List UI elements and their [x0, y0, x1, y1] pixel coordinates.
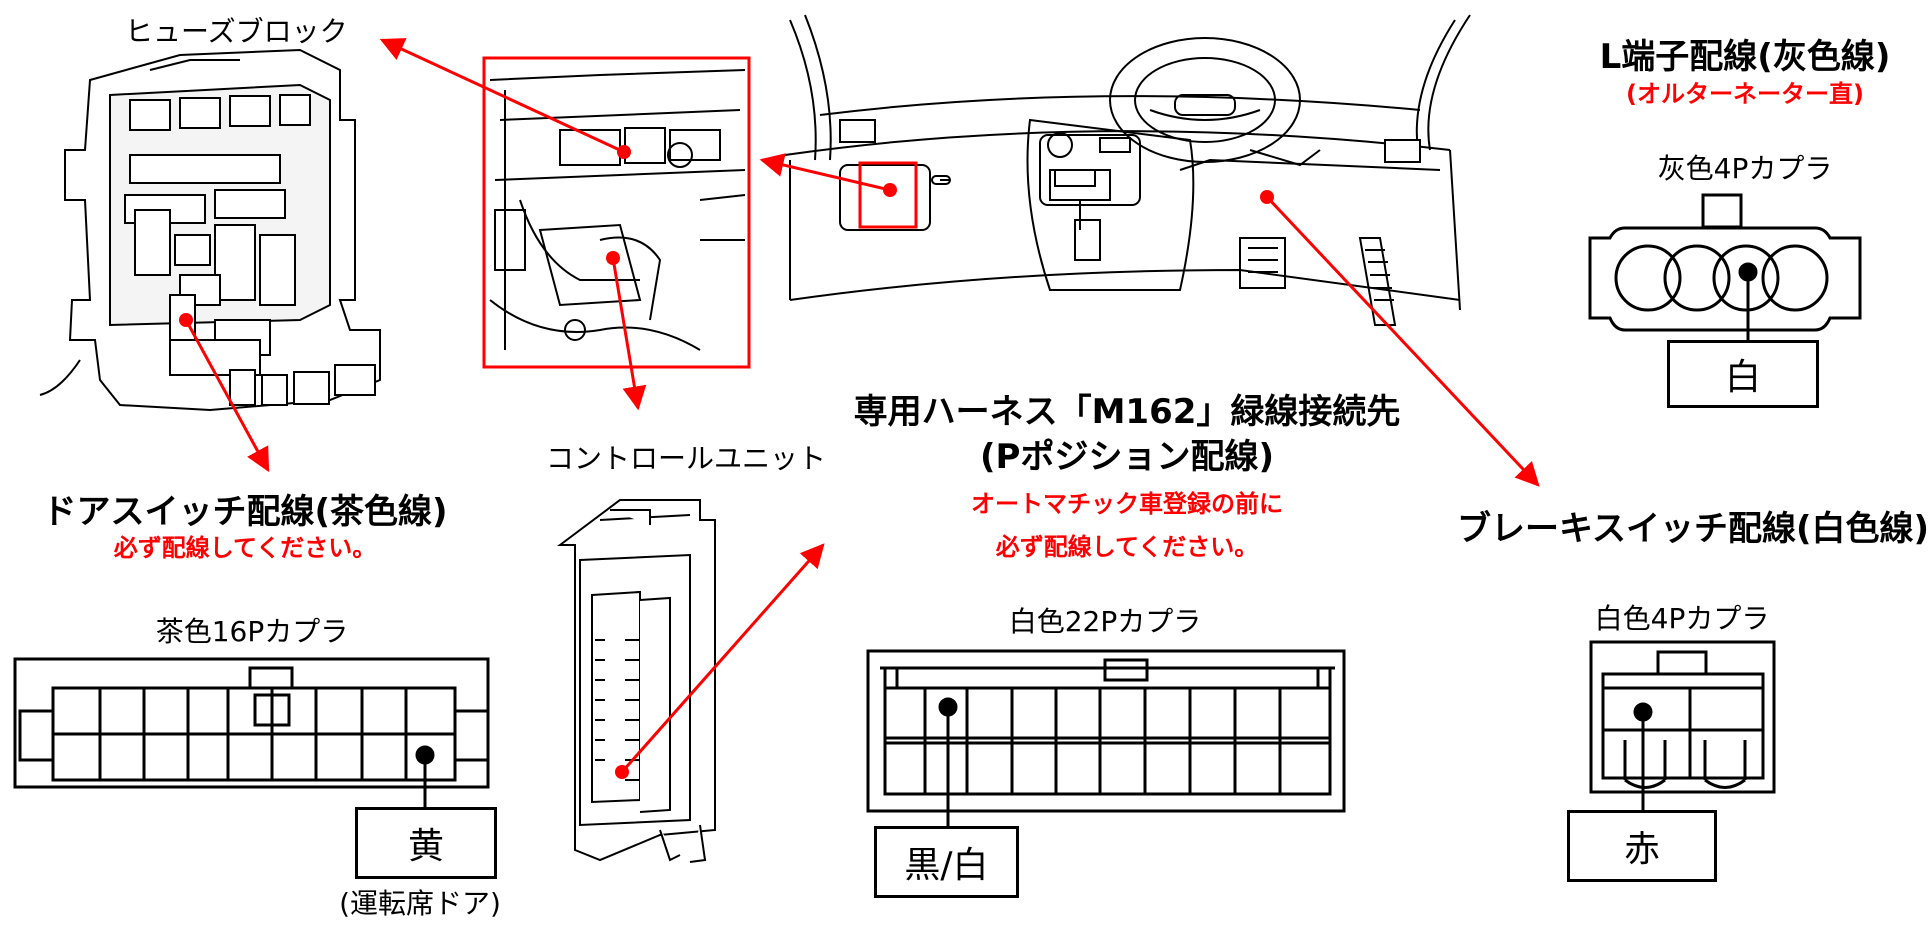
gray-4p-connector	[1588, 193, 1862, 332]
brake-switch-title: ブレーキスイッチ配線(白色線)	[1457, 509, 1928, 549]
white-22p-connector	[866, 649, 1346, 813]
l-terminal-note: (オルターネーター直)	[1626, 80, 1864, 108]
harness-note-2: 必ず配線してください。	[995, 533, 1259, 561]
pin-leaders	[415, 262, 1758, 826]
white-4p-connector	[1589, 640, 1776, 794]
door-switch-note: 必ず配線してください。	[113, 534, 377, 562]
brake-wire-color-box: 赤	[1567, 810, 1717, 882]
callout-dots	[179, 145, 1274, 779]
l-terminal-title: L端子配線(灰色線)	[1599, 37, 1891, 77]
brown-connector-label: 茶色16Pカプラ	[155, 615, 349, 648]
control-unit-illustration	[557, 499, 716, 863]
gray-4p-label: 灰色4Pカプラ	[1657, 152, 1833, 185]
white-4p-label: 白色4Pカプラ	[1594, 602, 1770, 635]
white-22p-label: 白色22Pカプラ	[1008, 605, 1202, 638]
dashboard-closeup	[482, 56, 751, 369]
door-wire-note: (運転席ドア)	[339, 887, 501, 920]
l-terminal-wire-color-box: 白	[1667, 340, 1819, 408]
fuse-block-label: ヒューズブロック	[125, 15, 348, 48]
control-unit-label: コントロールユニット	[546, 442, 827, 475]
car-interior-illustration	[784, 14, 1471, 326]
fuse-location-highlight	[858, 161, 918, 229]
harness-subtitle: (Pポジション配線)	[980, 437, 1274, 477]
door-wire-color-box: 黄	[355, 807, 497, 879]
callout-arrows	[184, 38, 1540, 773]
harness-note-1: オートマチック車登録の前に	[971, 490, 1283, 518]
harness-wire-color-box: 黒/白	[874, 826, 1019, 898]
harness-title: 専用ハーネス「M162」緑線接続先	[853, 392, 1401, 432]
brown-16p-connector	[13, 657, 490, 789]
fuse-block-illustration	[39, 48, 381, 412]
door-switch-title: ドアスイッチ配線(茶色線)	[42, 492, 448, 532]
